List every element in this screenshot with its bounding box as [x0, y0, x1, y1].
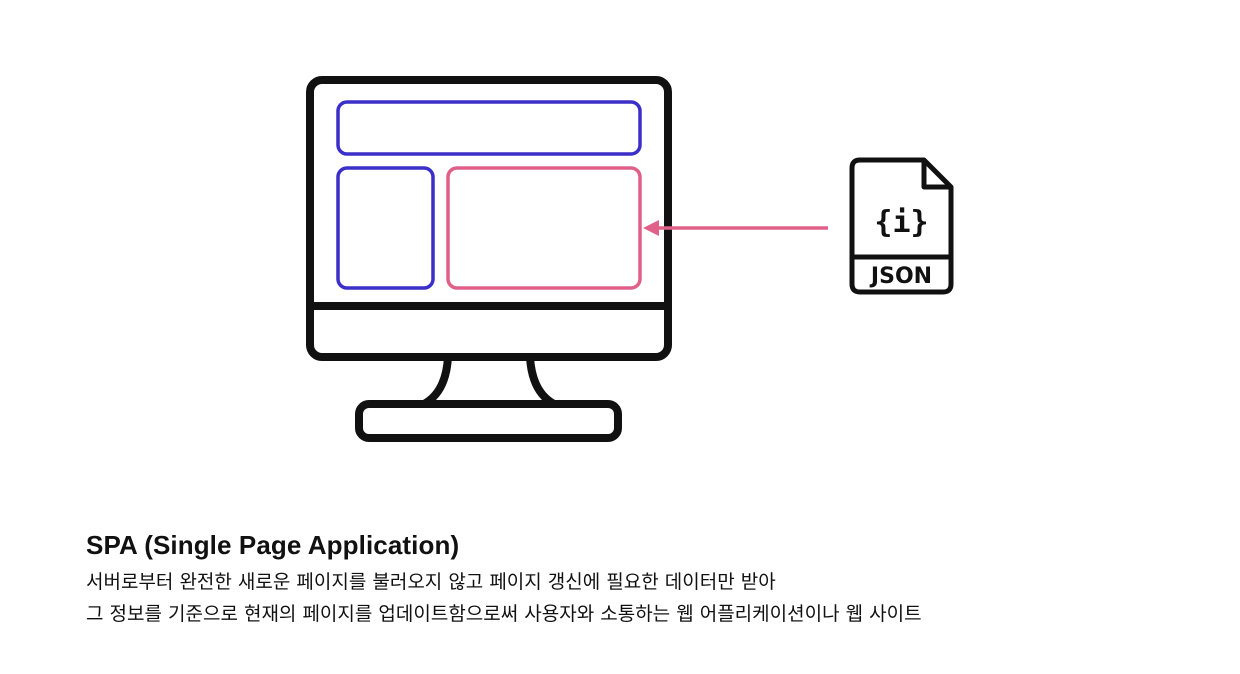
caption-line-2: 그 정보를 기준으로 현재의 페이지를 업데이트함으로써 사용자와 소통하는 웹… — [86, 603, 922, 625]
file-corner-fold — [921, 160, 951, 190]
json-badge-label: JSON — [869, 264, 932, 289]
desktop-monitor-icon — [306, 76, 672, 442]
caption: SPA (Single Page Application) 서버로부터 완전한 … — [86, 528, 1206, 630]
monitor-neck — [420, 353, 558, 408]
content-panel-updated — [446, 166, 642, 290]
spa-diagram: {i} JSON — [306, 76, 954, 442]
monitor-base — [355, 400, 622, 442]
file-outline — [849, 157, 954, 295]
json-icon-glyph: {i} — [874, 205, 928, 240]
header-panel — [336, 100, 642, 156]
arrow-left-icon — [643, 220, 828, 236]
caption-line-1: 서버로부터 완전한 새로운 페이지를 불러오지 않고 페이지 갱신에 필요한 데… — [86, 571, 776, 593]
json-file-icon: {i} JSON — [849, 157, 954, 295]
caption-title: SPA (Single Page Application) — [86, 530, 460, 560]
monitor-frame — [306, 76, 672, 361]
sidebar-panel — [336, 166, 435, 290]
